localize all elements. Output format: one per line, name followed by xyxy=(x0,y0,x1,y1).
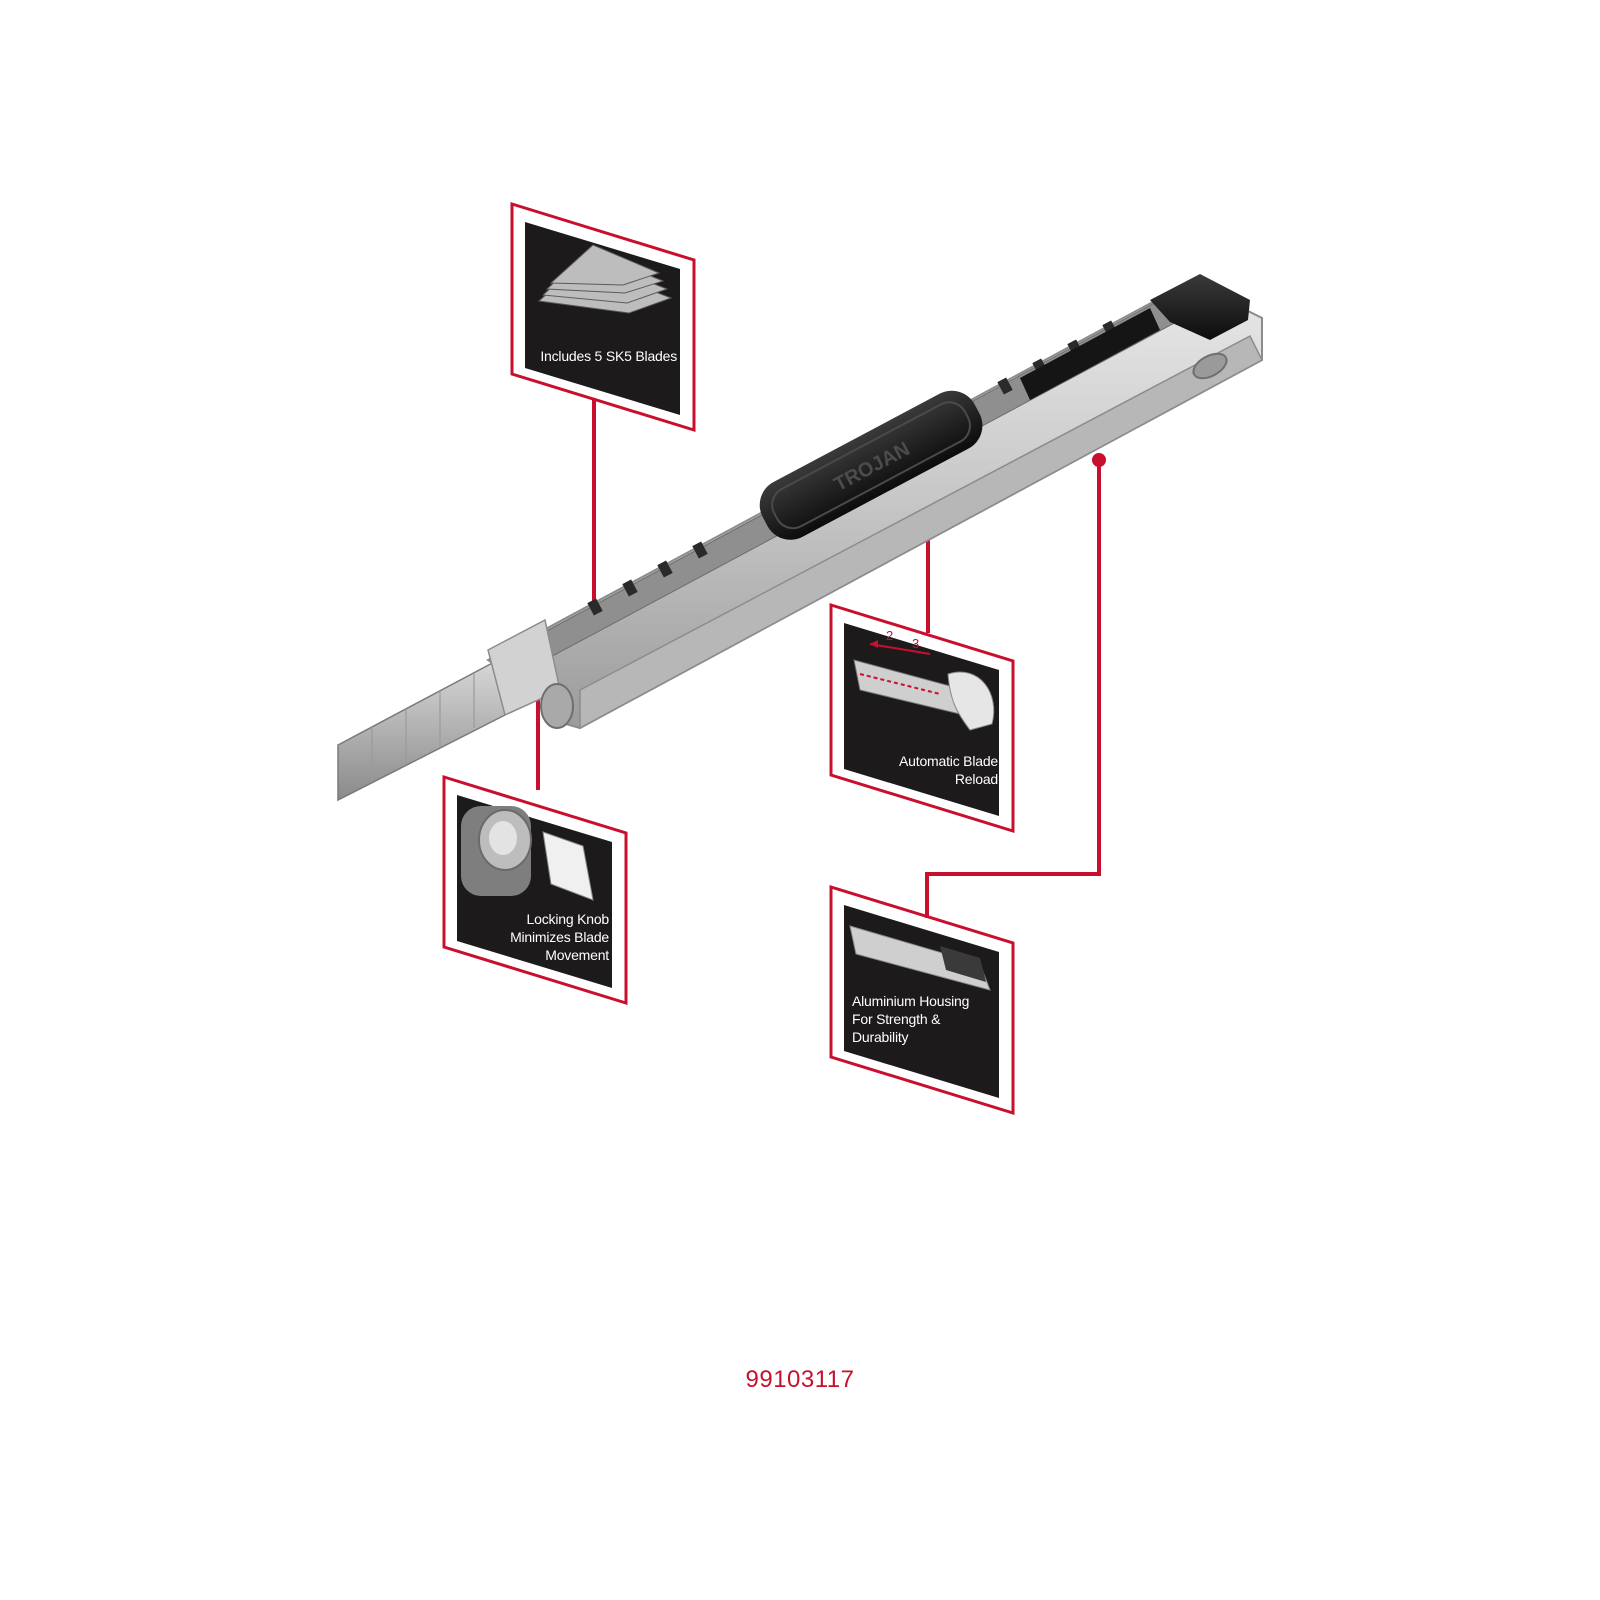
tail-cap xyxy=(1150,274,1250,340)
reload-step-2: 2 xyxy=(886,628,893,643)
blade-stack-icon xyxy=(537,244,673,314)
callout-reload-label: Automatic Blade Reload xyxy=(899,753,998,787)
callout-knob-label: Locking Knob Minimizes Blade Movement xyxy=(510,911,609,963)
housing-lower-rail xyxy=(579,334,1263,730)
callout-knob: Locking Knob Minimizes Blade Movement xyxy=(442,774,628,1006)
reload-step-3: 3 xyxy=(912,636,919,651)
housing-icon xyxy=(849,925,991,991)
callout-housing: Aluminium Housing For Strength & Durabil… xyxy=(829,884,1015,1116)
lanyard-hole xyxy=(1192,352,1228,380)
reload-hand-icon xyxy=(853,640,995,731)
knob-closeup-icon xyxy=(461,806,594,901)
callout-blades: Includes 5 SK5 Blades xyxy=(510,201,696,433)
callout-reload: 2 3 Automatic Blade Reload xyxy=(829,602,1015,834)
callout-housing-label: Aluminium Housing For Strength & Durabil… xyxy=(852,993,970,1045)
locking-knob xyxy=(540,683,574,729)
housing-connector xyxy=(925,460,1101,918)
rear-window xyxy=(1020,308,1160,400)
callout-blades-label: Includes 5 SK5 Blades xyxy=(540,348,677,364)
product-sku: 99103117 xyxy=(745,1366,855,1393)
slider-grip: TROJAN xyxy=(759,390,983,540)
housing-dot xyxy=(1092,453,1106,467)
